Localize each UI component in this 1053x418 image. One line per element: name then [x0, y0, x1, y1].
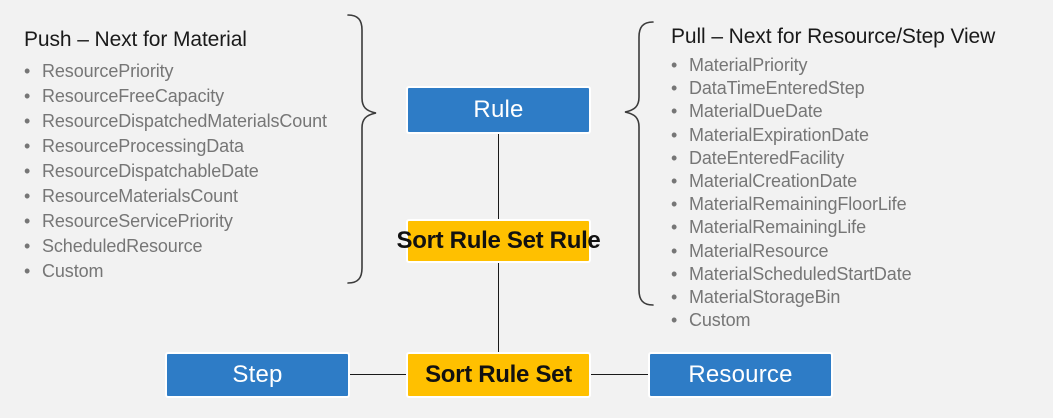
bullet-icon: • [24, 161, 31, 181]
left-curly-brace-icon [347, 14, 377, 284]
bullet-icon: • [671, 171, 678, 192]
node-resource[interactable]: Resource [648, 352, 833, 398]
list-item-label: DateEnteredFacility [689, 147, 845, 168]
list-item-label: MaterialRemainingFloorLife [689, 194, 907, 215]
push-list-title: Push – Next for Material [24, 28, 247, 51]
bullet-icon: • [24, 111, 31, 131]
bullet-icon: • [24, 136, 31, 156]
bullet-icon: • [671, 240, 678, 261]
list-item: • MaterialResource [671, 240, 995, 263]
list-item-label: ResourcePriority [42, 61, 174, 81]
bullet-icon: • [671, 310, 678, 331]
list-item: • ResourceProcessingData [24, 134, 327, 159]
bullet-icon: • [24, 236, 31, 256]
node-step[interactable]: Step [165, 352, 350, 398]
node-resource-label: Resource [688, 361, 793, 388]
list-item: • Custom [671, 309, 995, 332]
bullet-icon: • [671, 147, 678, 168]
list-item: • ScheduledResource [24, 234, 327, 259]
node-rule[interactable]: Rule [406, 86, 591, 134]
node-sort-rule-set[interactable]: Sort Rule Set [406, 352, 591, 398]
push-list-block: Push – Next for Material • ResourcePriori… [24, 27, 327, 284]
list-item: • MaterialDueDate [671, 100, 995, 123]
list-item-label: DataTimeEnteredStep [689, 78, 865, 99]
list-item-label: MaterialDueDate [689, 101, 823, 122]
bullet-icon: • [24, 61, 31, 81]
push-list: •ResourcePriority •ResourceFreeCapacity … [24, 59, 327, 284]
list-item: • MaterialPriority [671, 54, 995, 77]
list-item: • ResourceDispatchedMaterialsCount [24, 109, 327, 134]
edge-step-to-sort-rule-set [350, 374, 407, 376]
list-item-label: MaterialCreationDate [689, 171, 858, 192]
list-item: • MaterialRemainingLife [671, 216, 995, 239]
list-item: • ResourceFreeCapacity [24, 84, 327, 109]
list-item-label: MaterialStorageBin [689, 287, 841, 308]
right-curly-brace-icon [624, 21, 654, 306]
bullet-icon: • [671, 263, 678, 284]
list-item-label: ScheduledResource [42, 236, 203, 256]
list-item: • ResourceMaterialsCount [24, 184, 327, 209]
edge-sort-rule-set-to-resource [590, 374, 649, 376]
edge-sort-rule-set-rule-to-sort-rule-set [498, 262, 500, 353]
list-item-label: ResourceDispatchableDate [42, 161, 259, 181]
pull-list-block: Pull – Next for Resource/Step View • Mate… [671, 24, 995, 332]
list-item: • MaterialRemainingFloorLife [671, 193, 995, 216]
list-item: • DataTimeEnteredStep [671, 77, 995, 100]
bullet-icon: • [671, 78, 678, 99]
bullet-icon: • [671, 124, 678, 145]
list-item: • ResourcePriority [24, 59, 327, 84]
node-sort-rule-set-rule-label: Sort Rule Set Rule [396, 227, 601, 254]
bullet-icon: • [671, 101, 678, 122]
node-sort-rule-set-label: Sort Rule Set [425, 361, 572, 388]
list-item: • MaterialStorageBin [671, 286, 995, 309]
bullet-icon: • [671, 217, 678, 238]
bullet-icon: • [24, 261, 31, 281]
list-item: • Custom [24, 259, 327, 284]
list-item-label: MaterialRemainingLife [689, 217, 866, 238]
list-item: • DateEnteredFacility [671, 147, 995, 170]
node-step-label: Step [232, 361, 283, 388]
list-item-label: ResourceMaterialsCount [42, 186, 238, 206]
bullet-icon: • [671, 287, 678, 308]
bullet-icon: • [24, 86, 31, 106]
list-item: • MaterialCreationDate [671, 170, 995, 193]
pull-list: • MaterialPriority • DataTimeEnteredStep •… [671, 54, 995, 332]
list-item: • ResourceDispatchableDate [24, 159, 327, 184]
list-item-label: Custom [689, 310, 751, 331]
list-item-label: Custom [42, 261, 104, 281]
bullet-icon: • [24, 186, 31, 206]
list-item: • MaterialExpirationDate [671, 124, 995, 147]
pull-list-title: Pull – Next for Resource/Step View [671, 25, 996, 48]
edge-rule-to-sort-rule-set-rule [498, 133, 500, 220]
bullet-icon: • [24, 211, 31, 231]
list-item-label: MaterialPriority [689, 55, 808, 75]
node-rule-label: Rule [473, 96, 524, 123]
bullet-icon: • [671, 55, 678, 75]
bullet-icon: • [671, 194, 678, 215]
list-item-label: ResourceProcessingData [42, 136, 244, 156]
list-item-label: MaterialResource [689, 240, 829, 261]
list-item-label: ResourceDispatchedMaterialsCount [42, 111, 327, 131]
list-item-label: MaterialScheduledStartDate [689, 263, 912, 284]
node-sort-rule-set-rule[interactable]: Sort Rule Set Rule [397, 219, 601, 263]
list-item: • ResourceServicePriority [24, 209, 327, 234]
list-item-label: ResourceFreeCapacity [42, 86, 225, 106]
list-item-label: ResourceServicePriority [42, 211, 233, 231]
list-item-label: MaterialExpirationDate [689, 124, 869, 145]
list-item: • MaterialScheduledStartDate [671, 263, 995, 286]
